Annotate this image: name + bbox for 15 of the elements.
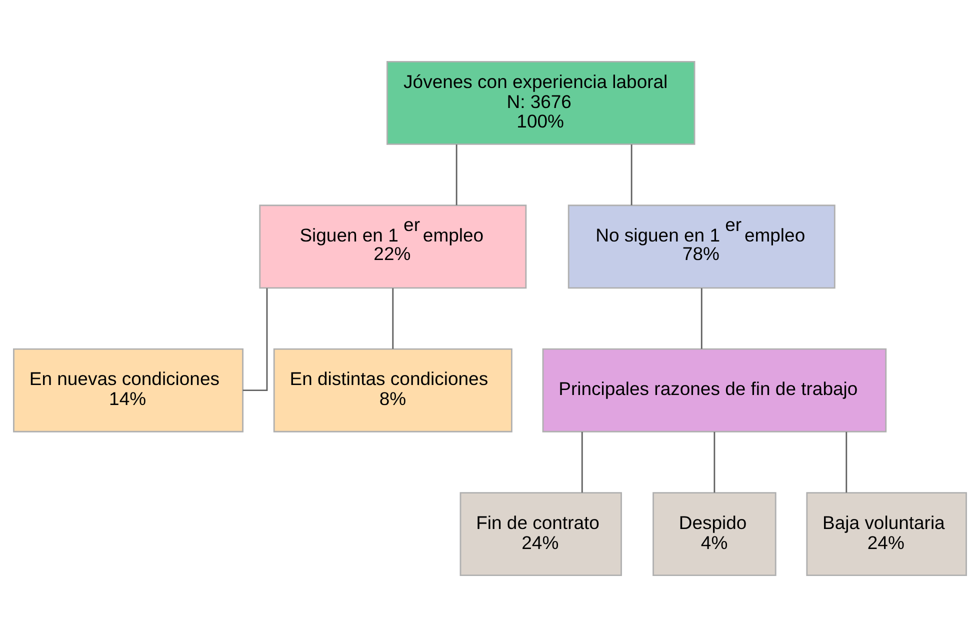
node-box: Jóvenes con experiencia laboral N: 3676 100%	[386, 60, 696, 145]
node-box: Baja voluntaria 24%	[806, 492, 967, 576]
connector	[581, 432, 583, 493]
node-box: En distintas condiciones 8%	[273, 348, 512, 432]
connector	[456, 144, 458, 206]
connector	[846, 432, 848, 493]
connector	[700, 288, 702, 349]
connector	[714, 432, 716, 493]
node-box: Fin de contrato 24%	[460, 492, 622, 576]
connector	[242, 288, 268, 392]
node-box: En nuevas condiciones 14%	[13, 348, 244, 432]
connector	[392, 288, 394, 349]
node-box: Despido 4%	[652, 492, 776, 576]
connector	[630, 144, 632, 206]
node-box: Principales razones de fin de trabajo	[542, 348, 887, 432]
